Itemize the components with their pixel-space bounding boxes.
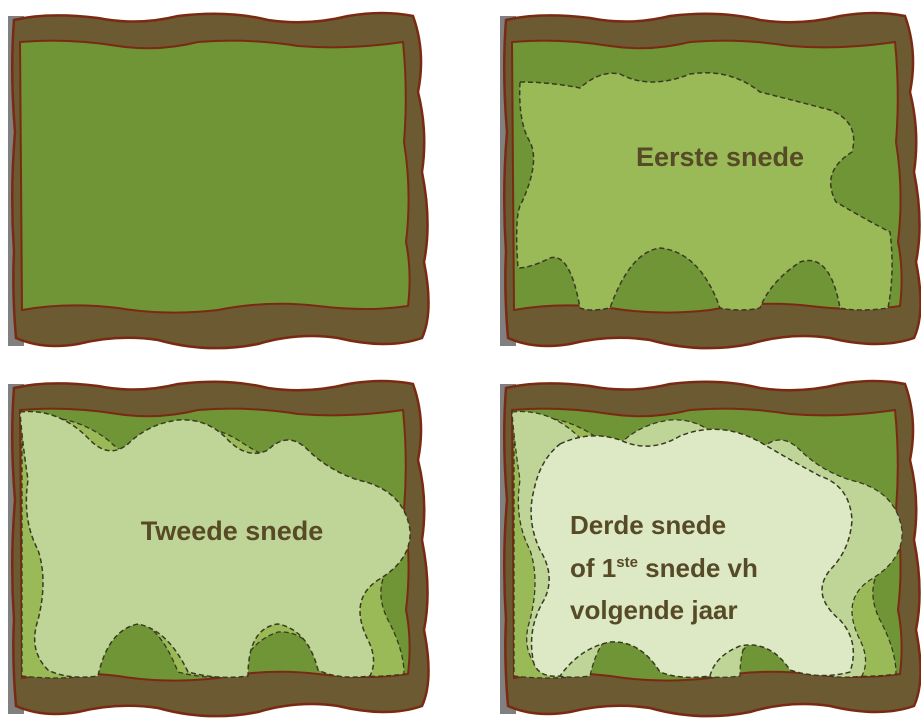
grass-field — [20, 41, 410, 313]
panel-4 — [500, 381, 921, 716]
label-third-cut-line-1: Derde snede — [570, 510, 726, 540]
panel-2 — [500, 13, 921, 348]
panel-1 — [8, 13, 429, 348]
label-third-cut-line-3: volgende jaar — [570, 595, 738, 625]
label-second-cut: Tweede snede — [141, 516, 324, 546]
panel-3 — [8, 381, 429, 716]
label-first-cut: Eerste snede — [636, 142, 804, 172]
label-third-cut-line-2: of 1ste snede vh — [570, 553, 758, 583]
